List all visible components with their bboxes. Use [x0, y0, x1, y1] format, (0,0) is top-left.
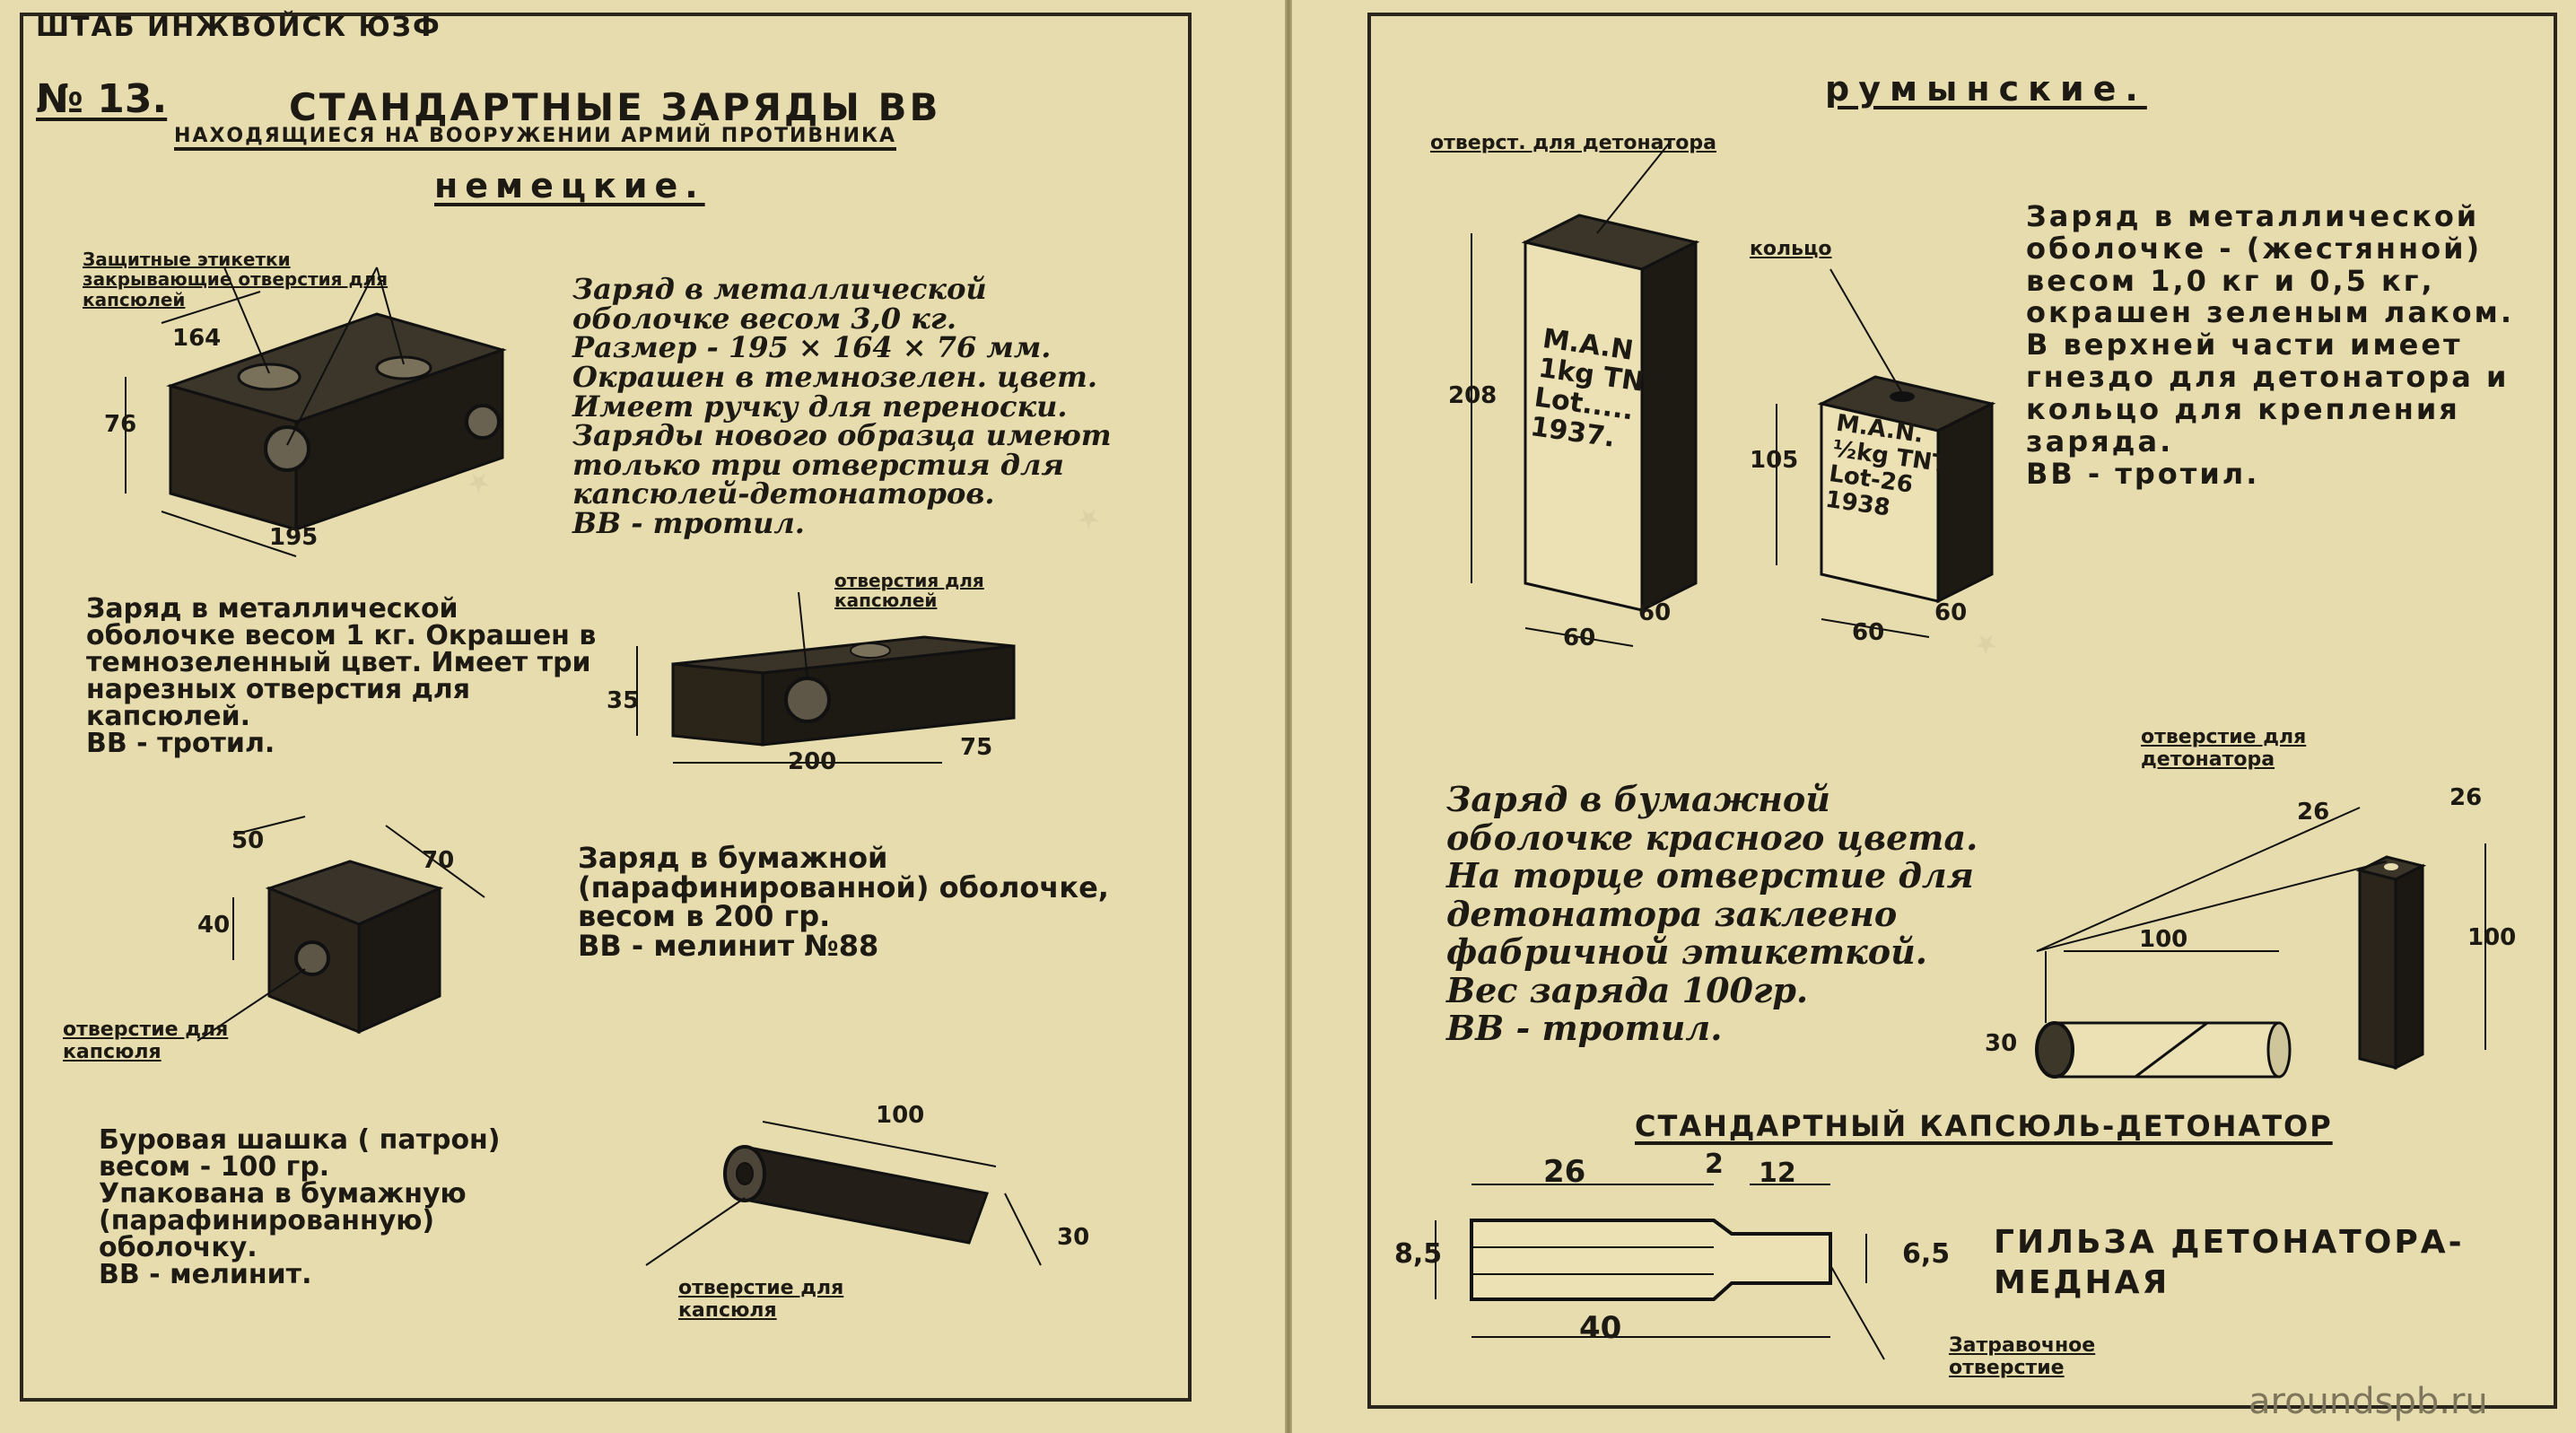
paper-dim-b: 26: [2449, 784, 2483, 811]
charge1-dim-h: 76: [104, 411, 137, 438]
charge3-dim-b: 70: [422, 847, 455, 874]
charge4-dim-d: 30: [1057, 1224, 1090, 1251]
detonator-dim-a: 26: [1543, 1154, 1586, 1190]
left-page: [0, 0, 1288, 1433]
romanian-boxes-drawing: [1471, 143, 1996, 647]
right-page: [1288, 0, 2576, 1433]
charge3-description: Заряд в бумажной (парафинированной) обол…: [578, 841, 1109, 963]
page-title: СТАНДАРТНЫЕ ЗАРЯДЫ ВВ: [289, 85, 941, 129]
box-large-label: M.A.N 1kg TNT Lot..... 1937.: [1528, 322, 1664, 454]
section-title-german: немецкие.: [434, 166, 705, 205]
charge3-dim-a: 50: [231, 827, 265, 854]
detonator-hole-callout: отверст. для детонатора: [1430, 132, 1716, 154]
charge1-dim-w: 164: [172, 325, 222, 352]
detonator-dim-c: 12: [1759, 1158, 1796, 1189]
paper-dim-l: 100: [2139, 926, 2188, 953]
charge4-description: Буровая шашка ( патрон) весом - 100 гр. …: [99, 1124, 501, 1290]
box-large-dim-a: 60: [1563, 625, 1596, 651]
charge1-dim-l: 195: [269, 524, 319, 551]
box-small-dim-h: 105: [1750, 447, 1799, 474]
charge2-dim-w: 75: [960, 734, 993, 761]
romanian-paper-drawing: [2035, 807, 2486, 1079]
charge4-dim-l: 100: [876, 1102, 925, 1129]
detonator-material: ГИЛЬЗА ДЕТОНАТОРА- МЕДНАЯ: [1994, 1224, 2465, 1301]
charge2-drawing: [636, 591, 1016, 764]
left-frame: [20, 13, 1192, 1402]
section-title-romanian: румынские.: [1825, 69, 2147, 109]
paper-dim-d: 30: [1985, 1030, 2018, 1057]
detonator-dim-b: 2: [1705, 1149, 1724, 1180]
charge2-description: Заряд в металлической оболочке весом 1 к…: [86, 593, 597, 759]
box-small-dim-a: 60: [1852, 619, 1885, 646]
page-subtitle: НАХОДЯЩИЕСЯ НА ВООРУЖЕНИИ АРМИЙ ПРОТИВНИ…: [174, 125, 896, 147]
charge2-callout: отверстия для капсюлей: [834, 570, 984, 612]
charge3-callout: отверстие для капсюля: [63, 1018, 229, 1063]
detonator-title: СТАНДАРТНЫЙ КАПСЮЛЬ-ДЕТОНАТОР: [1635, 1109, 2333, 1143]
box-large-dim-h: 208: [1448, 382, 1498, 409]
right-frame: [1367, 13, 2557, 1409]
charge1-drawing: [125, 267, 507, 557]
ring-callout: кольцо: [1750, 238, 1832, 260]
detonator-dim-d2: 6,5: [1902, 1238, 1951, 1270]
paper-dim-a: 26: [2297, 799, 2330, 826]
charge2-dim-l: 200: [788, 748, 837, 775]
charge3-dim-h: 40: [197, 912, 231, 939]
footer-watermark: aroundspb.ru: [2249, 1381, 2488, 1422]
charge1-callout: Защитные этикетки закрывающие отверстия …: [83, 249, 389, 310]
box-large-dim-b: 60: [1638, 599, 1672, 626]
romanian-metal-description: Заряд в металлической оболочке - (жестян…: [2026, 199, 2514, 491]
sheet-number: № 13.: [36, 76, 168, 122]
charge4-drawing: [645, 1121, 1042, 1266]
charge1-description: Заряд в металлической оболочке весом 3,0…: [572, 272, 1112, 540]
paper-charge-callout: отверстие для детонатора: [2141, 726, 2307, 771]
org-header: ШТАБ ИНЖВОЙСК ЮЗФ: [36, 12, 441, 43]
page-fold: [1285, 0, 1292, 1433]
detonator-drawing: [1435, 1184, 1885, 1360]
box-small-dim-b: 60: [1934, 599, 1968, 626]
charge2-dim-h: 35: [607, 687, 640, 714]
romanian-paper-description: Заряд в бумажной оболочке красного цвета…: [1446, 779, 1978, 1049]
box-small-label: M.A.N. ½kg TNT Lot-26 1938: [1823, 409, 1950, 522]
detonator-dim-l: 40: [1579, 1310, 1622, 1346]
paper-dim-h: 100: [2467, 924, 2517, 951]
detonator-callout: Затравочное отверстие: [1949, 1334, 2096, 1379]
charge4-callout: отверстие для капсюля: [678, 1277, 844, 1322]
detonator-dim-d1: 8,5: [1394, 1238, 1443, 1270]
charge3-drawing: [196, 816, 485, 1042]
